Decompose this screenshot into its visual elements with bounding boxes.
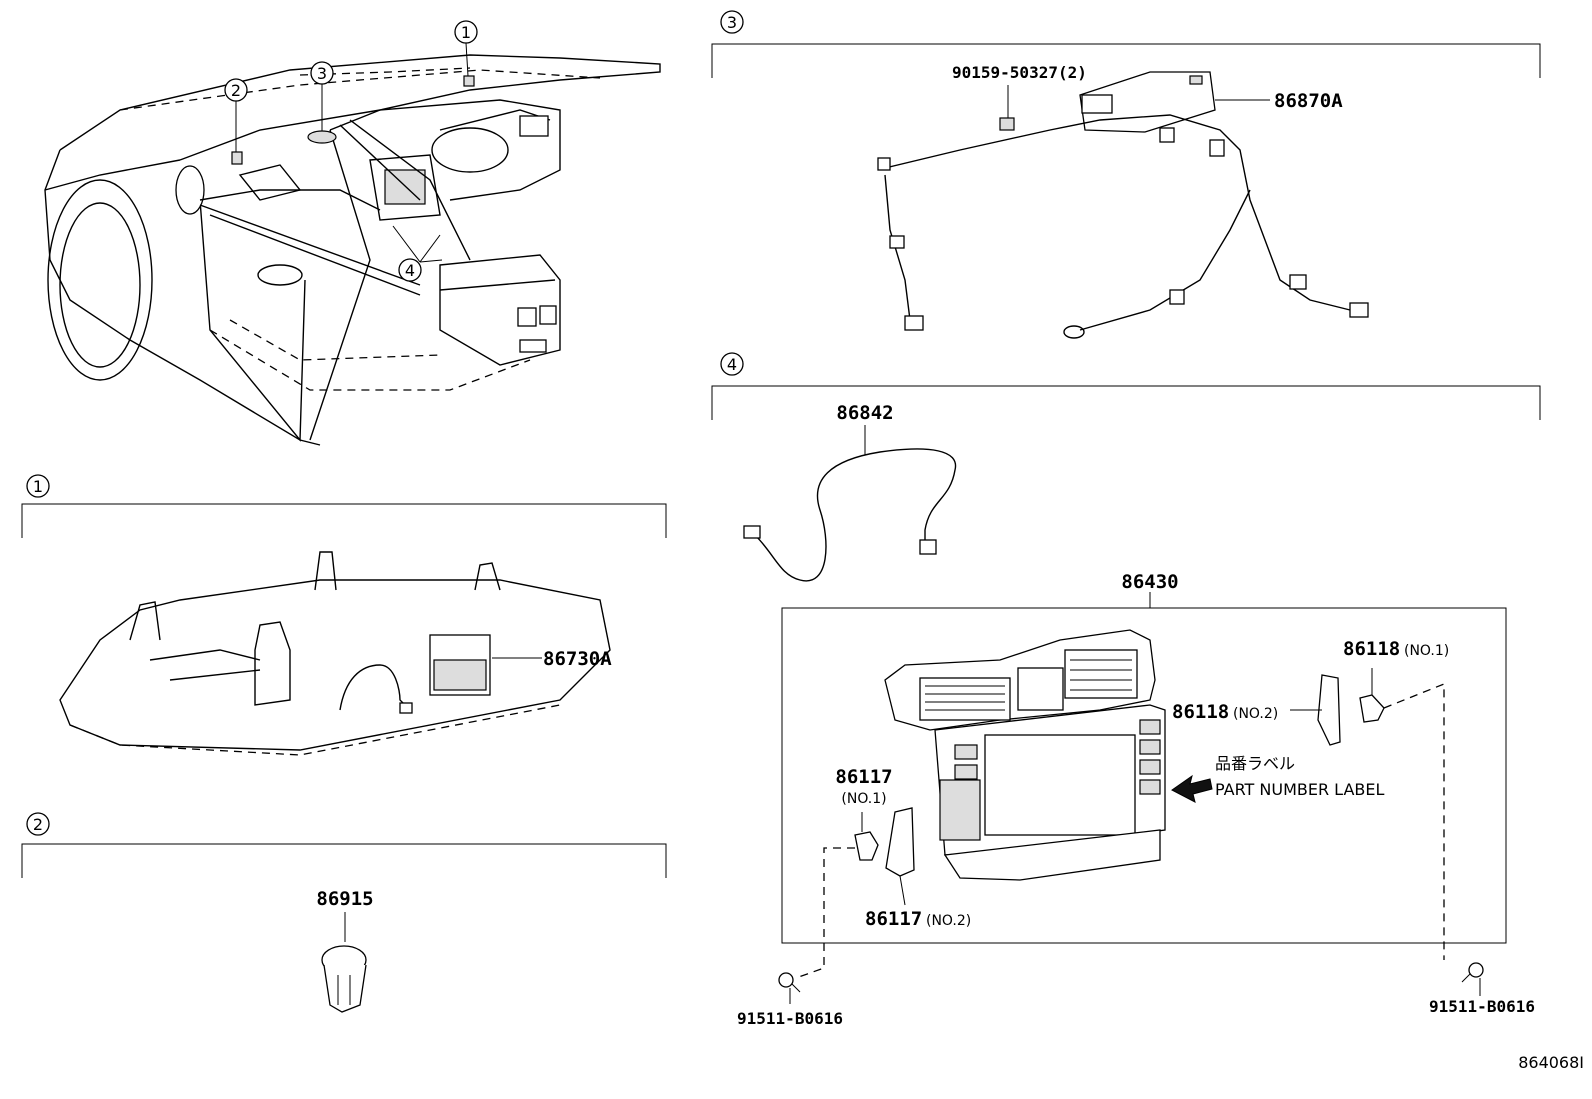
part-label-86118-no2: 86118 (1172, 701, 1229, 723)
part-number-label-jp: 品番ラベル (1215, 754, 1295, 773)
part-label-90159-50327: 90159-50327(2) (952, 63, 1087, 82)
part-label-86117-no2: 86117 (865, 908, 922, 930)
bracket-86118-illustrations (1290, 668, 1445, 960)
section-4-number: 4 (727, 355, 737, 374)
part-label-86117-no1: 86117 (835, 766, 892, 788)
section-1-frame (21, 474, 667, 538)
part-label-91511-B0616-right: 91511-B0616 (1429, 997, 1535, 1016)
clip-86915-illustration (321, 912, 367, 1013)
section-3-number: 3 (727, 13, 737, 32)
section-2-frame (21, 812, 667, 878)
part-number-label-en: PART NUMBER LABEL (1215, 780, 1384, 799)
part-note-86117-no1: (NO.1) (841, 791, 886, 807)
overview-callout-4: 4 (405, 261, 415, 280)
part-note-86118-no2: (NO.2) (1233, 706, 1278, 722)
part-label-86118-no1: 86118 (1343, 638, 1400, 660)
section-2-number: 2 (33, 815, 43, 834)
section-4-frame (711, 352, 1541, 420)
section-3-frame (711, 10, 1541, 78)
vehicle-overview-illustration (44, 20, 661, 446)
part-number-label-arrow (1171, 774, 1213, 803)
overview-callout-1: 1 (461, 23, 471, 42)
wire-86842-illustration (743, 425, 957, 582)
bracket-86117-illustrations (795, 807, 915, 979)
overview-callout-2: 2 (231, 81, 241, 100)
bolt-91511-left-illustration (778, 972, 801, 1004)
bolt-91511-right-illustration (1461, 962, 1484, 996)
part-label-91511-B0616-left: 91511-B0616 (737, 1009, 843, 1028)
part-label-86915: 86915 (316, 888, 373, 910)
part-label-86870A: 86870A (1274, 90, 1343, 112)
center-display-panel-illustration (884, 629, 1166, 881)
assembly-86430-frame (781, 592, 1507, 944)
figure-code: 864068I (1518, 1053, 1584, 1072)
part-note-86118-no1: (NO.1) (1404, 643, 1449, 659)
wire-harness-86870A-illustration (877, 71, 1369, 339)
overview-callout-3: 3 (317, 64, 327, 83)
overhead-console-illustration (59, 551, 611, 756)
part-note-86117-no2: (NO.2) (926, 913, 971, 929)
section-1-number: 1 (33, 477, 43, 496)
part-label-86842: 86842 (836, 402, 893, 424)
part-label-86430: 86430 (1121, 571, 1178, 593)
part-label-86730A: 86730A (543, 648, 612, 670)
